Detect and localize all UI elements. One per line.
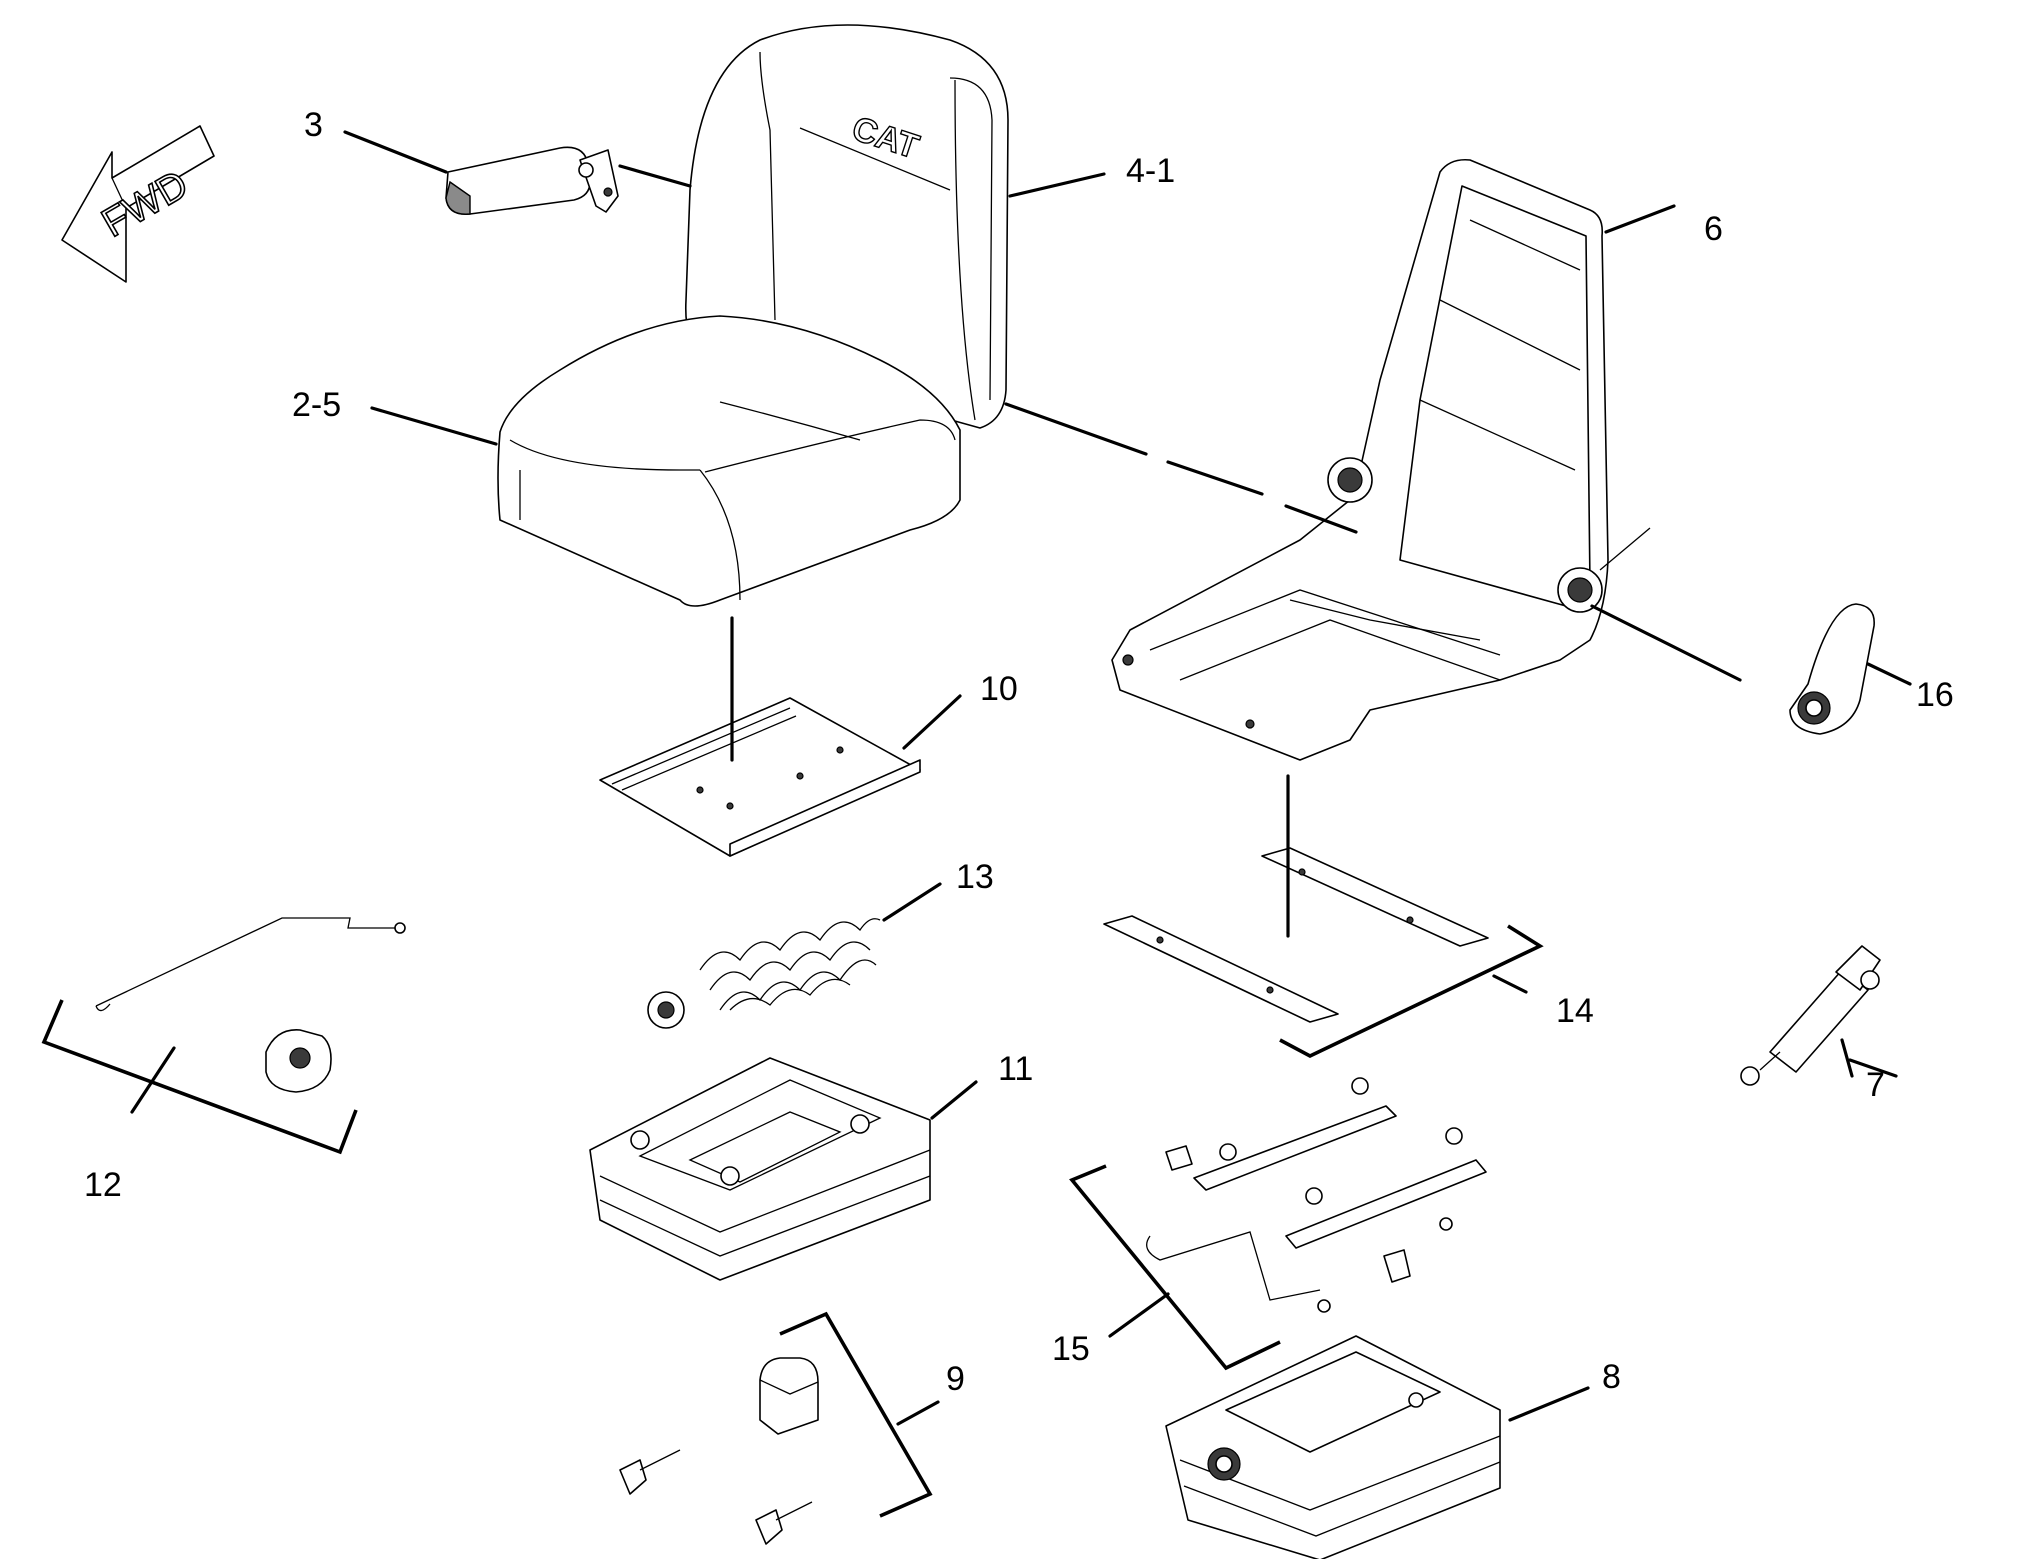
callout-13[interactable]: 13 bbox=[956, 858, 994, 896]
cable-knob-kit bbox=[95, 917, 406, 1093]
suspension-assembly bbox=[1165, 1335, 1501, 1559]
callout-8[interactable]: 8 bbox=[1602, 1358, 1621, 1396]
suspension-base bbox=[589, 1057, 931, 1281]
callout-4-1[interactable]: 4-1 bbox=[1126, 152, 1175, 190]
callout-16[interactable]: 16 bbox=[1916, 676, 1954, 714]
callout-12[interactable]: 12 bbox=[84, 1166, 122, 1204]
seat-cushion bbox=[497, 315, 961, 607]
recline-lever bbox=[1789, 603, 1875, 735]
spring-set bbox=[647, 918, 881, 1029]
mounting-plate bbox=[599, 697, 921, 857]
kit-brackets bbox=[41, 924, 1544, 1518]
callout-15[interactable]: 15 bbox=[1052, 1330, 1090, 1368]
callout-3[interactable]: 3 bbox=[304, 106, 323, 144]
callout-10[interactable]: 10 bbox=[980, 670, 1018, 708]
knob-kit bbox=[619, 1357, 819, 1545]
rail-plates bbox=[1103, 847, 1489, 1023]
shock-absorber bbox=[1740, 945, 1881, 1086]
callout-2-5[interactable]: 2-5 bbox=[292, 386, 341, 424]
slide-rail-kit bbox=[1146, 1077, 1487, 1313]
seat-frame bbox=[1111, 158, 1651, 761]
fwd-arrow: FWD bbox=[61, 125, 215, 283]
leader-lines bbox=[130, 130, 1912, 1426]
callout-11[interactable]: 11 bbox=[998, 1050, 1033, 1088]
callout-labels: 3 4-1 6 2-5 10 16 13 14 7 11 12 15 9 8 bbox=[84, 106, 1954, 1398]
armrest bbox=[445, 146, 619, 215]
callout-14[interactable]: 14 bbox=[1556, 992, 1594, 1030]
callout-6[interactable]: 6 bbox=[1704, 210, 1723, 248]
callout-9[interactable]: 9 bbox=[946, 1360, 965, 1398]
callout-7[interactable]: 7 bbox=[1866, 1066, 1885, 1104]
